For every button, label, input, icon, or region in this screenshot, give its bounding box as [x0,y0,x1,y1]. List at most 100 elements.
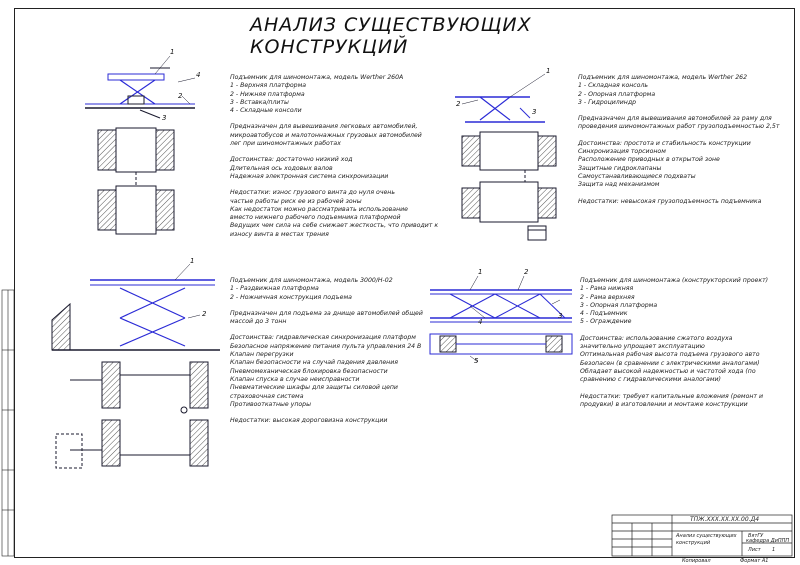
purpose-262: проведения шиномонтажных работ грузоподъ… [578,123,780,131]
callout-bl-2: 2 [202,310,207,318]
pros-262: Достоинства: простота и стабильность кон… [578,139,751,147]
callout-br-4: 4 [478,318,483,326]
pros-3000h02: Достоинства: гидравлическая синхронизаци… [230,334,416,342]
callout-tr-1: 1 [546,67,551,75]
pros-project: Безопасен (в сравнении с электрическими … [580,359,760,367]
cons-262: Недостатки: невысокая грузоподъемность п… [578,197,762,205]
item-project: 3 - Опорная платформа [580,301,658,309]
lift-260a-side-view [85,55,196,119]
stamp-org-line1: ВятГУ [748,533,764,539]
stamp-org-line2: кафедра ДиППП [746,538,790,544]
cons-260a: Как недостаток можно рассматривать испол… [230,205,408,213]
copy-note: Копировал [682,558,711,564]
heading-project: Подъемник для шиномонтажа (конструкторск… [580,277,769,284]
item-262: 1 - Складная консоль [578,82,649,90]
lift-260a-top-view [97,127,175,235]
pros-project: сравнению с гидравлическими аналогами) [580,376,721,384]
pros-262: Защита над механизмом [578,181,660,189]
item-260a: 2 - Нижняя платформа [230,90,305,98]
item-260a: 1 - Верхняя платформа [230,82,307,90]
pros-262: Самоустанавливающиеся подхваты [578,172,696,180]
callout-br-1: 1 [478,268,483,276]
drawing-title: АНАЛИЗ СУЩЕСТВУЮЩИХ КОНСТРУКЦИЙ [250,14,532,58]
callout-br-2: 2 [524,268,529,276]
pros-project: Достоинства: использование сжатого возду… [580,334,733,342]
cons-260a: Недостатки: износ грузового винта до нул… [230,189,395,197]
item-262: 3 - Гидроцилиндр [578,98,637,106]
purpose-3000h02: Предназначен для подъема за днище автомо… [230,309,423,317]
callout-br-3: 3 [558,312,563,320]
callout-tr-3: 3 [532,108,537,116]
text-block-project: Подъемник для шиномонтажа (конструкторск… [580,277,768,409]
pros-project: Оптимальная рабочая высота подъема грузо… [580,351,760,359]
pros-3000h02: Противооткатные упоры [230,400,311,408]
item-project: 1 - Рама нижняя [580,285,634,293]
item-3000h02: 2 - Ножничная конструкция подъема [230,293,352,301]
item-260a: 4 - Складные консоли [230,107,302,115]
lift-262-top-view [461,131,557,241]
callout-tl-3: 3 [162,114,167,122]
item-project: 2 - Рама верхняя [580,293,635,301]
text-block-262: Подъемник для шиномонтажа, модель Werthe… [578,74,779,206]
cons-260a: износу винта в местах трения [230,230,329,238]
callout-tl-4: 4 [196,71,201,79]
pros-3000h02: Клапан спуска в случае неисправности [230,375,360,383]
purpose-260a: микроавтобусов и малотоннажных грузовых … [230,131,422,139]
pros-3000h02: Пневмомеханическая блокировка безопаснос… [230,367,388,375]
lift-3000h02-side-view [51,263,220,351]
cons-project: продувки) в изготовлении и монтаже конст… [580,400,748,408]
heading-262: Подъемник для шиномонтажа, модель Werthe… [578,74,748,81]
purpose-3000h02: массой до 3 тонн [230,318,287,326]
pros-3000h02: Клапан перегрузки [230,351,294,359]
stamp-sheet-label: Лист [748,547,761,553]
callout-tl-1: 1 [170,48,175,56]
heading-3000h02: Подъемник для шиномонтажа, модель 3000/H… [230,277,393,284]
pros-3000h02: Пневматические шкафы для защиты силовой … [230,384,398,392]
stamp-code: ТПЖ.ХХХ.ХХ.ХХ.00.Д4 [690,516,760,523]
lift-3000h02-top-view [55,361,209,469]
pros-260a: Достоинства: достаточно низкий ход [230,156,353,164]
callout-tr-2: 2 [456,100,461,108]
cons-260a: вместо нижнего рабочего подъемника платф… [230,214,401,222]
stamp-name-line2: конструкций [676,540,711,546]
callout-bl-1: 1 [190,257,195,265]
pros-260a: Надежная электронная система синхронизац… [230,172,389,180]
purpose-260a: лег при шиномонтажных работах [230,140,341,148]
pros-project: значительно упрощает эксплуатацию [580,343,705,351]
lift-262-side-view [455,73,546,123]
pros-262: Синхронизация торсионом [578,148,666,156]
sheet-frame [14,8,795,558]
left-margin-strip [1,289,15,557]
item-3000h02: 1 - Раздвижная платформа [230,285,319,293]
cons-260a: Ведущих чем сила на себе снижает жесткос… [230,222,439,230]
heading-260a: Подъемник для шиномонтажа, модель Werthe… [230,74,404,81]
callout-tl-2: 2 [178,92,183,100]
title-block-stamp [611,514,793,557]
pros-260a: Длительная ось ходовых валов [230,164,333,172]
lift-project-top-view [429,333,573,363]
text-block-260a: Подъемник для шиномонтажа, модель Werthe… [230,74,438,239]
pros-262: Расположение приводных в открытой зоне [578,156,720,164]
callout-br-5: 5 [474,357,479,365]
stamp-sheet-number: 1 [772,547,776,553]
stamp-name-line1: Анализ существующих [676,533,737,539]
item-260a: 3 - Вставка/плиты [230,98,289,106]
cons-project: Недостатки: требует капитальные вложения… [580,392,763,400]
text-block-3000h02: Подъемник для шиномонтажа, модель 3000/H… [230,277,423,425]
pros-262: Защитные гидроклапаны [578,164,662,172]
item-262: 2 - Опорная платформа [578,90,656,98]
cons-3000h02: Недостатки: высокая дороговизна конструк… [230,417,388,425]
purpose-260a: Предназначен для вывешивания легковых ав… [230,123,418,131]
cons-260a: частые работы риск ее из рабочей зоны [230,197,362,205]
item-project: 4 - Подъемник [580,310,628,318]
pros-3000h02: Безопасное напряжение питания пульта упр… [230,342,422,350]
pros-3000h02: страховочная система [230,392,304,400]
item-project: 5 - Ограждение [580,318,632,326]
lift-project-side-view [430,275,572,323]
format-note: Формат A1 [740,558,769,564]
pros-3000h02: Клапан безопасности на случай падения да… [230,359,398,367]
purpose-262: Предназначен для вывешивания автомобилей… [578,115,772,123]
pros-project: Обладает высокой надежностью и частотой … [580,367,756,375]
